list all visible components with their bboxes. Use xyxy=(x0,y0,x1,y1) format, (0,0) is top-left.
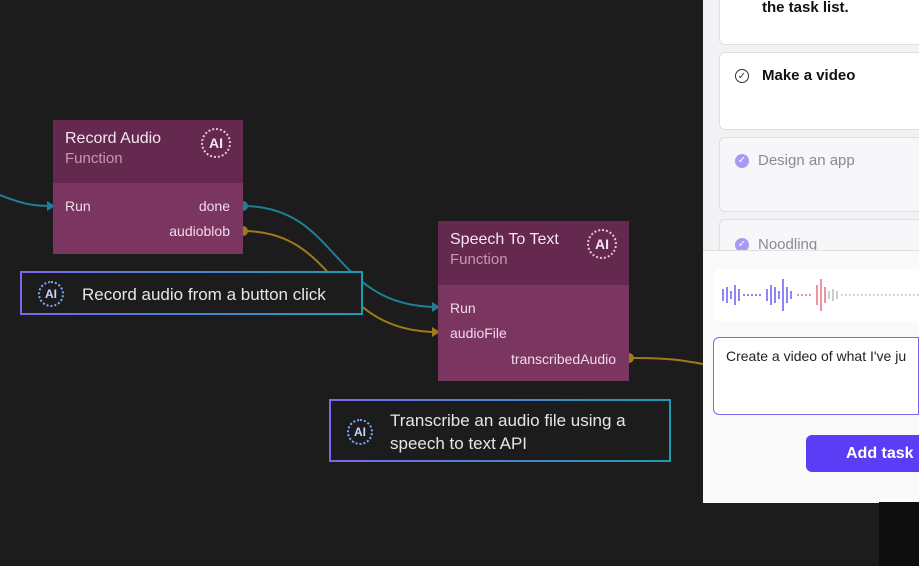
node-header: Record Audio Function AI xyxy=(53,120,243,183)
port-arrow-audiofile xyxy=(432,327,440,337)
prompt-text-line1: Transcribe an audio file using a xyxy=(390,411,626,430)
corner-shadow xyxy=(879,502,919,566)
port-arrow-speech-run xyxy=(432,302,440,312)
waveform-graphic xyxy=(722,279,919,311)
input-port-run[interactable]: Run xyxy=(450,300,476,316)
task-label: Make a video xyxy=(762,67,856,84)
wire-done-to-run xyxy=(242,205,439,308)
input-port-run[interactable]: Run xyxy=(65,198,91,214)
task-label: Design an app xyxy=(758,152,855,169)
ai-icon: AI xyxy=(587,229,617,259)
ai-prompt-transcribe[interactable]: AI Transcribe an audio file using a spee… xyxy=(329,399,671,462)
input-port-audiofile[interactable]: audioFile xyxy=(450,325,507,341)
add-task-button[interactable]: Add task xyxy=(806,435,919,472)
output-port-transcribedaudio[interactable]: transcribedAudio xyxy=(510,351,616,367)
task-composer: Create a video of what I've ju Add task xyxy=(703,250,919,503)
task-input[interactable]: Create a video of what I've ju xyxy=(713,337,919,415)
prompt-text: Record audio from a button click xyxy=(82,285,326,304)
task-text: the task list. xyxy=(762,0,849,16)
circle-check-icon[interactable]: ✓ xyxy=(735,69,749,83)
audio-waveform[interactable] xyxy=(713,269,919,321)
check-filled-icon[interactable]: ✓ xyxy=(735,154,749,168)
ai-icon: AI xyxy=(201,128,231,158)
node-title: Speech To Text xyxy=(450,231,559,248)
node-subtitle: Function xyxy=(450,251,508,268)
wire-run-input xyxy=(0,194,54,207)
node-header: Speech To Text Function AI xyxy=(438,221,629,285)
record-audio-node[interactable]: Record Audio Function AI Run done audiob… xyxy=(53,120,243,254)
prompt-text-line2: speech to text API xyxy=(390,434,528,453)
check-filled-icon[interactable]: ✓ xyxy=(735,238,749,252)
task-card-partial[interactable]: the task list. xyxy=(719,0,919,45)
task-card[interactable]: ✓ Make a video xyxy=(719,52,919,130)
task-card[interactable]: ✓ Design an app xyxy=(719,137,919,212)
speech-to-text-node[interactable]: Speech To Text Function AI Run audioFile… xyxy=(438,221,629,381)
port-arrow-run xyxy=(47,201,55,211)
output-port-audioblob[interactable]: audioblob xyxy=(169,223,230,239)
node-subtitle: Function xyxy=(65,150,123,167)
ai-icon: AI xyxy=(38,281,64,307)
task-panel: the task list. ✓ Make a video ✓ Design a… xyxy=(703,0,919,503)
task-label: Noodling xyxy=(758,236,818,253)
output-port-done[interactable]: done xyxy=(198,198,230,214)
ai-prompt-record[interactable]: AI Record audio from a button click xyxy=(20,271,363,315)
ai-icon: AI xyxy=(347,419,373,445)
node-title: Record Audio xyxy=(65,130,162,147)
wire-transcribed-out xyxy=(628,357,704,365)
